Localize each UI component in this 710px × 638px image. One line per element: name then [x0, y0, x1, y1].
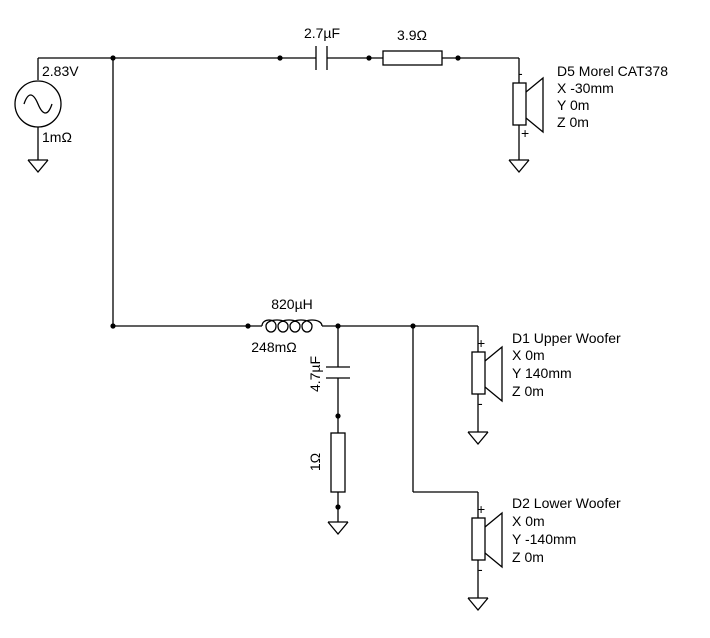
speaker-d1-icon[interactable]: [471, 345, 503, 403]
junction-dot: [455, 55, 461, 61]
zobel-capacitor[interactable]: [326, 366, 350, 379]
d2-y-label: Y -140mm: [512, 531, 576, 547]
d5-top-polarity: -: [518, 65, 523, 81]
source-resistance-label: 1mΩ: [42, 129, 72, 145]
d2-x-label: X 0m: [512, 513, 545, 529]
zobel-resistor[interactable]: [330, 432, 346, 493]
d1-x-label: X 0m: [512, 347, 545, 363]
voltage-source[interactable]: [14, 57, 113, 160]
d1-z-label: Z 0m: [512, 383, 544, 399]
d5-y-label: Y 0m: [557, 97, 589, 113]
d5-ground-icon: [508, 159, 530, 174]
d2-name-label: D2 Lower Woofer: [512, 495, 621, 511]
junction-dot: [335, 413, 341, 419]
tweeter-resistor[interactable]: [382, 50, 443, 66]
d2-ground-icon: [467, 597, 489, 612]
zobel-ground-icon: [327, 521, 349, 536]
speaker-d2-icon[interactable]: [471, 511, 503, 569]
junction-dot: [366, 55, 372, 61]
d1-top-polarity: +: [477, 335, 485, 351]
junction-dot: [335, 504, 341, 510]
tweeter-capacitor[interactable]: [315, 46, 328, 70]
zobel-capacitor-label: 4.7µF: [307, 356, 323, 392]
d1-bottom-polarity: -: [478, 395, 483, 411]
woofer-inductor[interactable]: [261, 319, 323, 333]
source-voltage-label: 2.83V: [42, 63, 79, 79]
d1-name-label: D1 Upper Woofer: [512, 330, 621, 346]
d5-bottom-polarity: +: [521, 125, 529, 141]
d5-name-label: D5 Morel CAT378: [557, 63, 668, 79]
tweeter-capacitor-label: 2.7µF: [304, 25, 340, 41]
d2-bottom-polarity: -: [478, 561, 483, 577]
source-ground-icon: [27, 159, 49, 174]
d2-z-label: Z 0m: [512, 549, 544, 565]
speaker-d5-icon[interactable]: [512, 76, 544, 134]
d5-z-label: Z 0m: [557, 114, 589, 130]
junction-dot: [277, 55, 283, 61]
d1-y-label: Y 140mm: [512, 365, 572, 381]
d1-ground-icon: [467, 431, 489, 446]
junction-dot: [245, 323, 251, 329]
tweeter-resistor-label: 3.9Ω: [397, 27, 427, 43]
zobel-resistor-label: 1Ω: [307, 453, 323, 471]
d2-top-polarity: +: [477, 501, 485, 517]
inductor-value-label: 820µH: [271, 296, 313, 312]
d5-x-label: X -30mm: [557, 80, 614, 96]
inductor-resistance-label: 248mΩ: [251, 339, 297, 355]
